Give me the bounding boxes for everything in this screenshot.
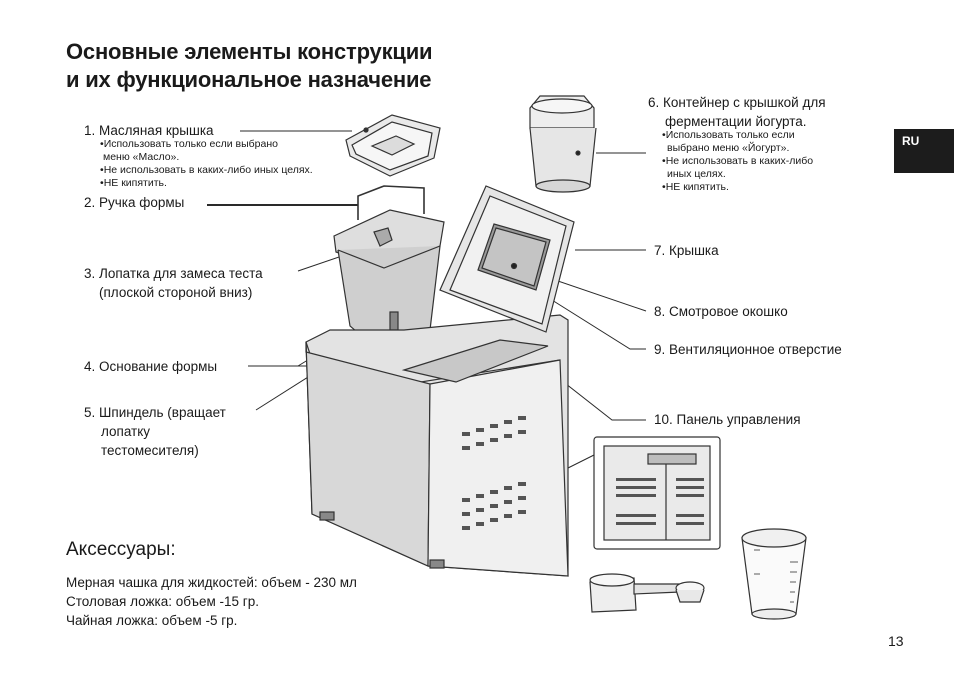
label-lid: 7. Крышка: [654, 243, 719, 258]
label-control-panel: 10. Панель управления: [654, 412, 801, 427]
page-number: 13: [888, 633, 904, 649]
accessory-item-measuring-cup: Мерная чашка для жидкостей: объем - 230 …: [66, 575, 357, 590]
label-kneading-blade-line-2: (плоской стороной вниз): [99, 285, 253, 300]
measuring-cup-drawing: [741, 528, 807, 620]
page-title: Основные элементы конструкции и их функц…: [66, 38, 433, 94]
butter-lid-note-1: •Использовать только если выбрано: [100, 138, 278, 150]
yogurt-note-2b: иных целях.: [667, 168, 726, 180]
butter-lid-drawing: [345, 114, 441, 177]
bread-pan-drawing: [333, 185, 445, 353]
page-title-line-1: Основные элементы конструкции: [66, 39, 433, 64]
accessories-heading: Аксессуары:: [66, 539, 176, 560]
yogurt-container-notes: •Использовать только если выбрано меню «…: [662, 129, 813, 194]
leader-line-9: [535, 289, 646, 350]
butter-lid-notes: •Использовать только если выбрано меню «…: [100, 138, 313, 190]
label-yogurt-container: 6. Контейнер с крышкой для ферментации й…: [648, 93, 826, 131]
label-yogurt-container-line-1: 6. Контейнер с крышкой для: [648, 95, 826, 110]
page-title-line-2: и их функциональное назначение: [66, 67, 432, 92]
label-spindle: 5. Шпиндель (вращает лопатку тестомесите…: [84, 403, 226, 460]
label-pan-handle: 2. Ручка формы: [84, 195, 185, 210]
label-pan-base: 4. Основание формы: [84, 359, 218, 374]
bread-maker-body: [305, 185, 575, 577]
label-viewing-window: 8. Смотровое окошко: [654, 304, 788, 319]
label-butter-lid: 1. Масляная крышка: [84, 123, 214, 138]
label-vent: 9. Вентиляционное отверстие: [654, 342, 842, 357]
butter-lid-note-1b: меню «Масло».: [103, 151, 180, 163]
yogurt-note-2: •Не использовать в каких-либо: [662, 155, 814, 167]
yogurt-note-1b: выбрано меню «Йогурт».: [667, 142, 790, 154]
control-panel-inset: [593, 436, 721, 550]
yogurt-note-3: •НЕ кипятить.: [662, 181, 729, 193]
label-yogurt-container-line-2: ферментации йогурта.: [665, 114, 807, 129]
label-kneading-blade: 3. Лопатка для замеса теста (плоской сто…: [84, 264, 263, 302]
yogurt-note-1: •Использовать только если: [662, 129, 795, 141]
measuring-spoons-drawing: [589, 573, 705, 613]
label-spindle-line-1: 5. Шпиндель (вращает: [84, 405, 226, 420]
butter-lid-note-2: •Не использовать в каких-либо иных целях…: [100, 164, 313, 176]
language-tab-label: RU: [902, 134, 920, 148]
butter-lid-note-3: •НЕ кипятить.: [100, 177, 167, 189]
language-tab: RU: [894, 129, 954, 173]
yogurt-container-drawing: [529, 95, 597, 193]
label-kneading-blade-line-1: 3. Лопатка для замеса теста: [84, 266, 263, 281]
label-spindle-line-2: лопатку: [101, 424, 151, 439]
label-spindle-line-3: тестомесителя): [101, 443, 199, 458]
accessory-item-teaspoon: Чайная ложка: объем -5 гр.: [66, 613, 238, 628]
accessory-item-tablespoon: Столовая ложка: объем -15 гр.: [66, 594, 259, 609]
